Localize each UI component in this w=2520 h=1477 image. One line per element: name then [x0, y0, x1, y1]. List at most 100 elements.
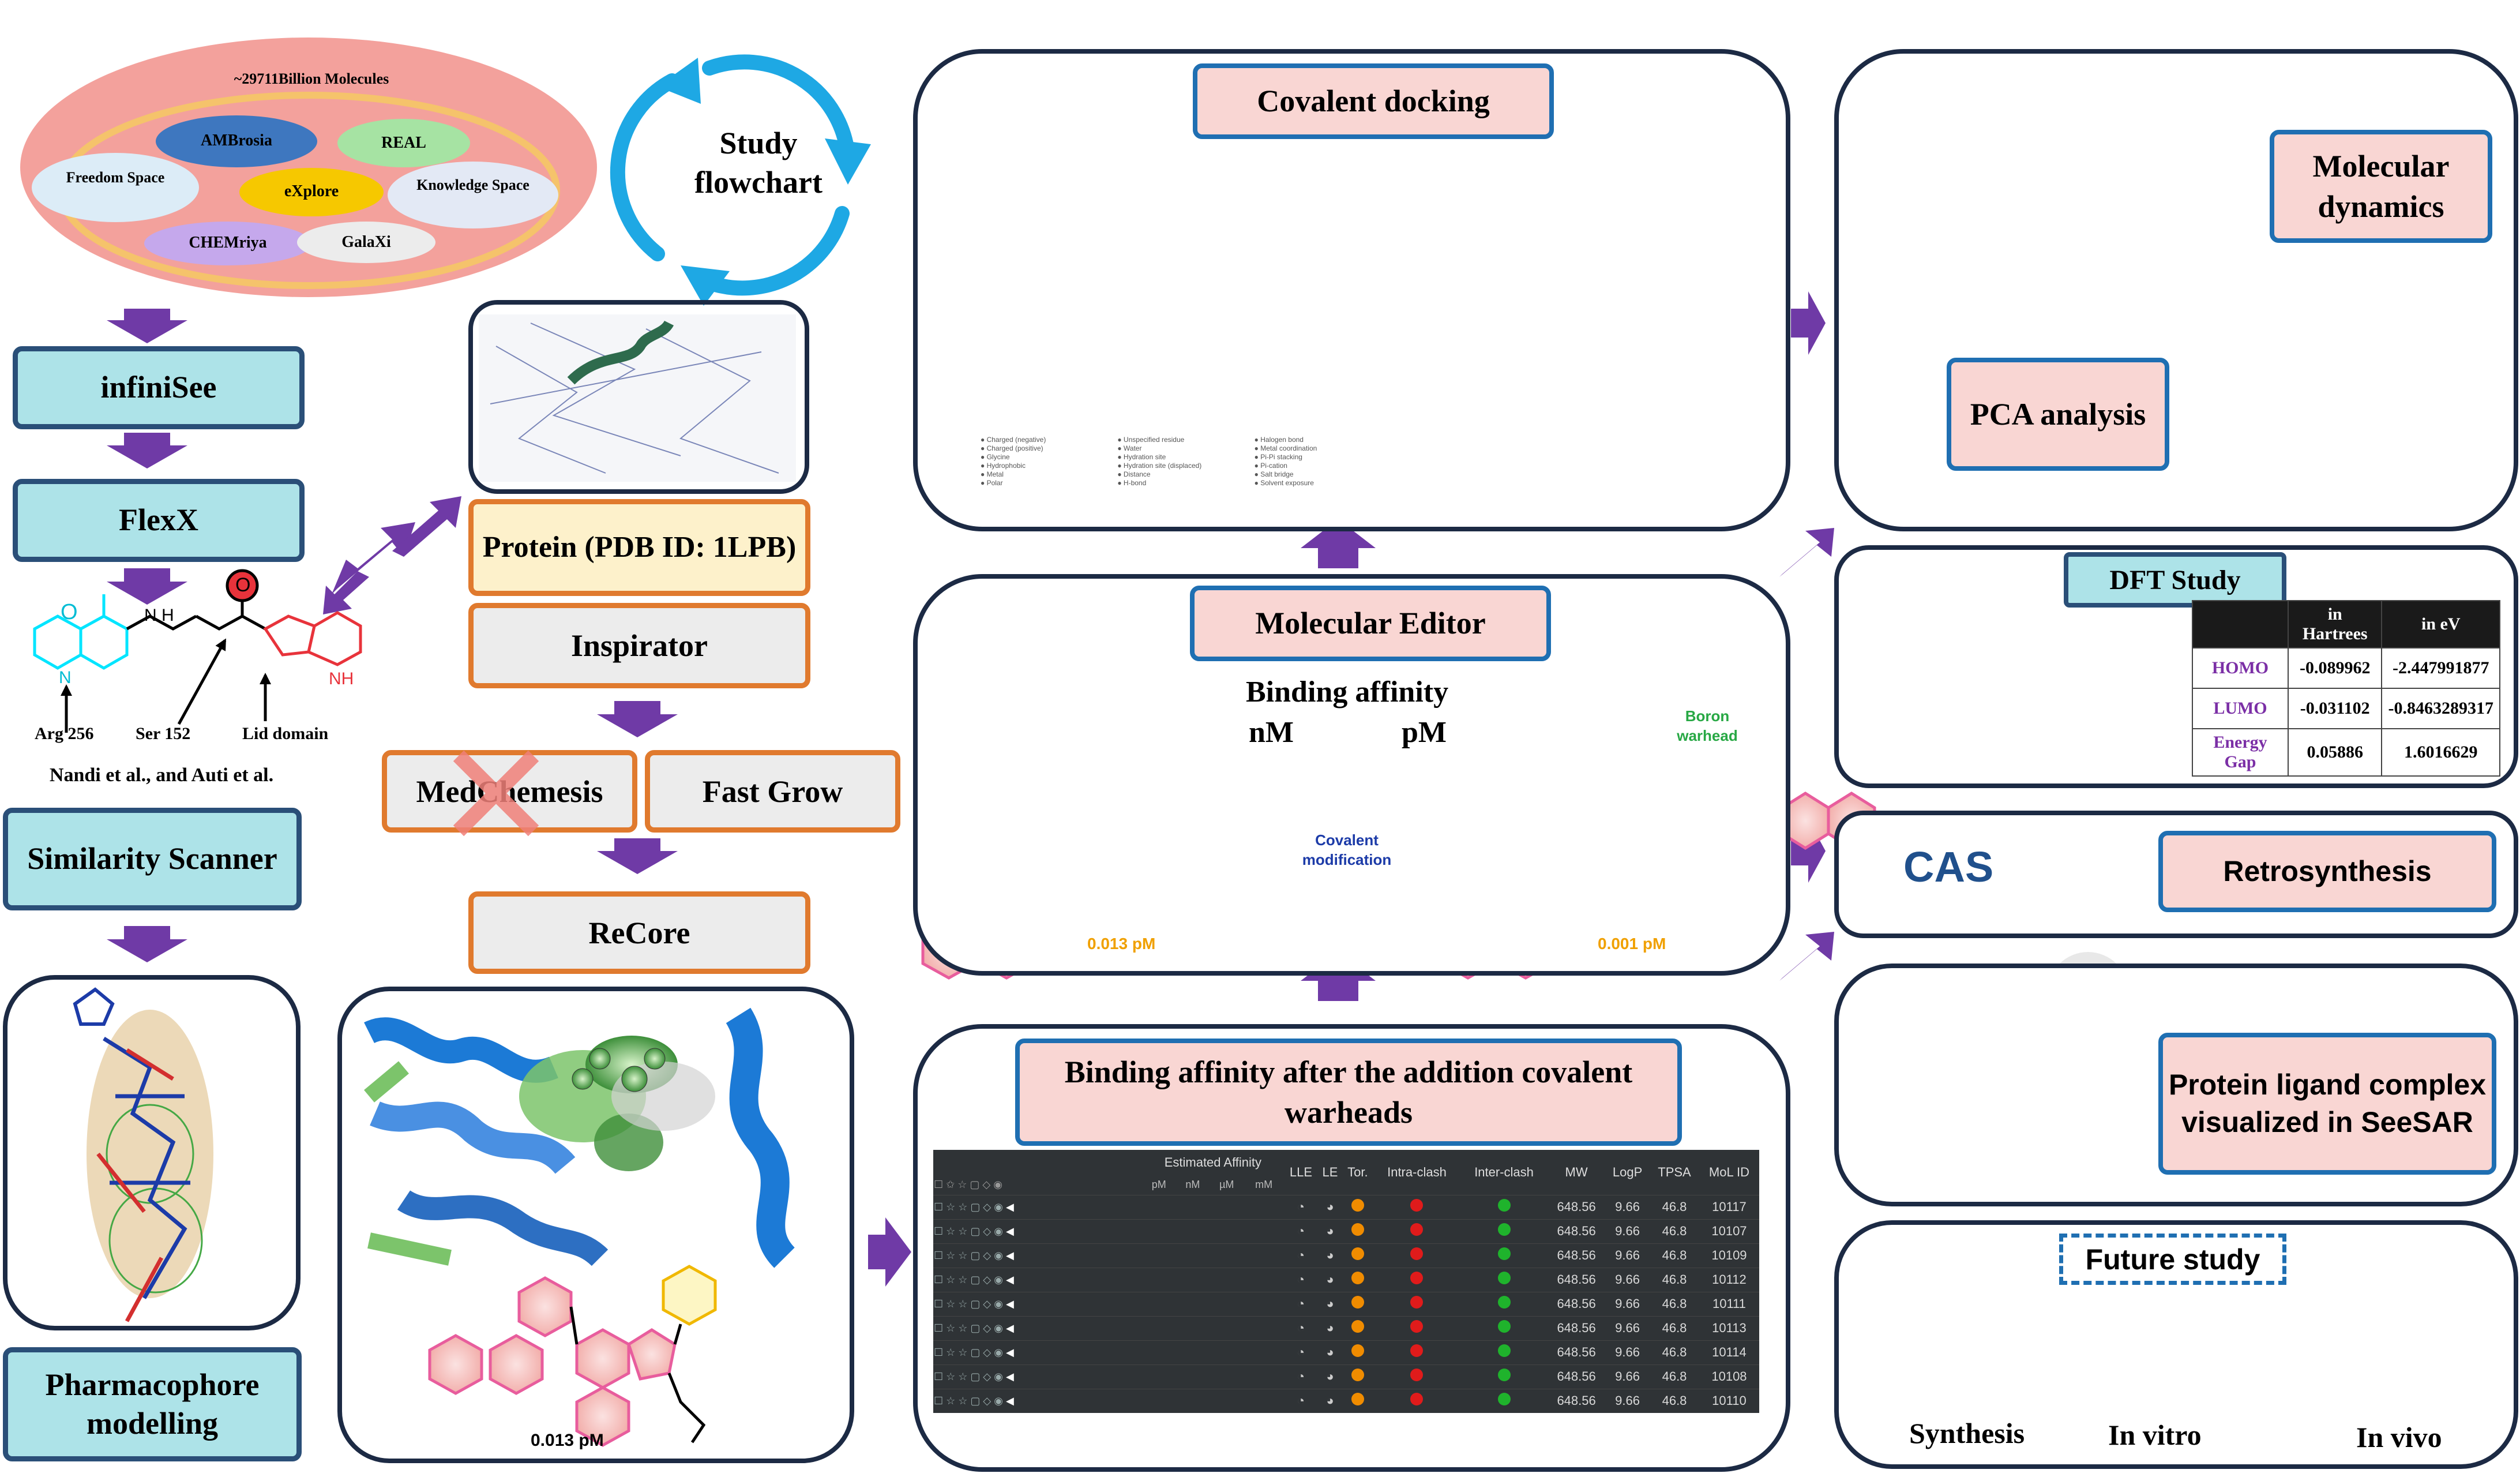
legend-item: ● Solvent exposure [1254, 479, 1314, 487]
dft-ev: -2.447991877 [2381, 647, 2500, 689]
flowchart-cycle-icon [610, 54, 855, 296]
row-icons[interactable]: ☐ ☆ ☆ ▢ ◇ ◉ ◀ [934, 1394, 1014, 1407]
le-icon: ◕ [1326, 1345, 1334, 1359]
legend-item: ● Glycine [981, 453, 1010, 461]
intra-clash-dot [1373, 1292, 1460, 1316]
le-icon: ◕ [1326, 1393, 1334, 1408]
lle-icon: ◔ [1297, 1369, 1305, 1384]
row-icons[interactable]: ☐ ☆ ☆ ▢ ◇ ◉ ◀ [934, 1201, 1014, 1213]
row-icons[interactable]: ☐ ☆ ☆ ▢ ◇ ◉ ◀ [934, 1273, 1014, 1285]
row-icons[interactable]: ☐ ☆ ☆ ▢ ◇ ◉ ◀ [934, 1346, 1014, 1358]
unit-to: pM [1402, 716, 1447, 749]
dft-row: HOMO-0.089962-2.447991877 [2192, 647, 2500, 689]
protein-inset-frame [468, 300, 809, 494]
future-in-vivo: In vivo [2356, 1421, 2442, 1453]
cell-mw: 648.56 [1557, 1345, 1596, 1359]
row-icons[interactable]: ☐ ☆ ☆ ▢ ◇ ◉ ◀ [934, 1249, 1014, 1261]
cell-tpsa: 46.8 [1662, 1393, 1687, 1408]
step-inspirator: Inspirator [468, 603, 810, 688]
row-icons[interactable]: ☐ ☆ ☆ ▢ ◇ ◉ ◀ [934, 1225, 1014, 1237]
cell-mw: 648.56 [1557, 1272, 1596, 1287]
protein-pdb-box: Protein (PDB ID: 1LPB) [468, 499, 810, 596]
editor-title: Molecular Editor [1190, 586, 1551, 661]
cell-tpsa: 46.8 [1662, 1345, 1687, 1359]
le-icon: ◕ [1326, 1224, 1334, 1238]
row-icons[interactable]: ☐ ☆ ☆ ▢ ◇ ◉ ◀ [934, 1298, 1014, 1310]
cell-logp: 9.66 [1615, 1393, 1640, 1408]
chemical-space [20, 38, 597, 297]
flowchart-title: Study flowchart [694, 126, 823, 200]
recore-affinity: 0.013 pM [531, 1431, 604, 1450]
legend-item: ● Pi-Pi stacking [1254, 453, 1302, 461]
inter-clash-dot [1460, 1316, 1548, 1340]
dft-row-name: LUMO [2192, 688, 2289, 729]
future-panel [1834, 1220, 2518, 1469]
step-infinisee: infiniSee [13, 346, 305, 429]
legend-item: ● Hydrophobic [981, 462, 1026, 470]
le-icon: ◕ [1326, 1296, 1334, 1311]
legend-item: ● Hydration site [1117, 453, 1166, 461]
atom-nh-linker: N H [144, 606, 174, 625]
col-header: Tor. [1347, 1164, 1368, 1179]
affinity-subheader: mM [1255, 1179, 1273, 1191]
le-icon: ◕ [1326, 1248, 1334, 1262]
intra-clash-dot [1373, 1268, 1460, 1292]
col-header: Intra-clash [1387, 1164, 1447, 1179]
col-header: TPSA [1658, 1164, 1691, 1179]
inter-clash-dot [1460, 1292, 1548, 1316]
legend-item: ● Water [1117, 444, 1142, 452]
recore-3d-complex [360, 1001, 839, 1268]
tor-dot [1342, 1268, 1373, 1292]
cell-mw: 648.56 [1557, 1296, 1596, 1311]
legend-item: ● Salt bridge [1254, 470, 1294, 478]
space-galaxi [297, 222, 435, 263]
legend-item: ● Distance [1117, 470, 1151, 478]
row-icons[interactable]: ☐ ☆ ☆ ▢ ◇ ◉ ◀ [934, 1322, 1014, 1334]
space-knowledge-label: Knowledge Space [416, 177, 529, 193]
intra-clash-dot [1373, 1340, 1460, 1364]
legend-item: ● Charged (positive) [981, 444, 1043, 452]
dft-row: LUMO-0.031102-0.8463289317 [2192, 688, 2500, 729]
cell-tpsa: 46.8 [1662, 1199, 1687, 1214]
inter-clash-dot [1460, 1364, 1548, 1389]
legend-item: ● Pi-cation [1254, 462, 1287, 470]
cell-mol-id: 10110 [1712, 1393, 1747, 1408]
space-ambrosia [156, 115, 317, 167]
cell-mw: 648.56 [1557, 1224, 1596, 1238]
space-knowledge [388, 162, 558, 228]
tor-dot [1342, 1195, 1373, 1219]
atom-nh-indole: NH [329, 669, 354, 688]
intra-clash-dot [1373, 1389, 1460, 1413]
legend-item: ● Hydration site (displaced) [1117, 462, 1202, 470]
unit-from: nM [1249, 716, 1294, 749]
col-header: LLE [1289, 1164, 1313, 1179]
toolbar-icons[interactable]: ☐ ✩ ☆ ▢ ◇ ◉ [934, 1179, 1002, 1191]
cell-mol-id: 10109 [1711, 1248, 1747, 1262]
cell-logp: 9.66 [1615, 1369, 1640, 1384]
affinity-group-header: Estimated Affinity [1164, 1155, 1262, 1169]
cell-logp: 9.66 [1615, 1321, 1640, 1335]
col-header: Inter-clash [1474, 1164, 1534, 1179]
cell-logp: 9.66 [1615, 1199, 1640, 1214]
space-explore [239, 168, 384, 216]
pca-label: PCA analysis [1947, 358, 2169, 471]
row-icons[interactable]: ☐ ☆ ☆ ▢ ◇ ◉ ◀ [934, 1370, 1014, 1382]
cell-mol-id: 10117 [1712, 1199, 1747, 1214]
tor-dot [1342, 1292, 1373, 1316]
lle-icon: ◔ [1297, 1199, 1305, 1214]
intra-clash-dot [1373, 1195, 1460, 1219]
col-header: MW [1565, 1164, 1588, 1179]
space-explore-label: eXplore [284, 182, 339, 200]
